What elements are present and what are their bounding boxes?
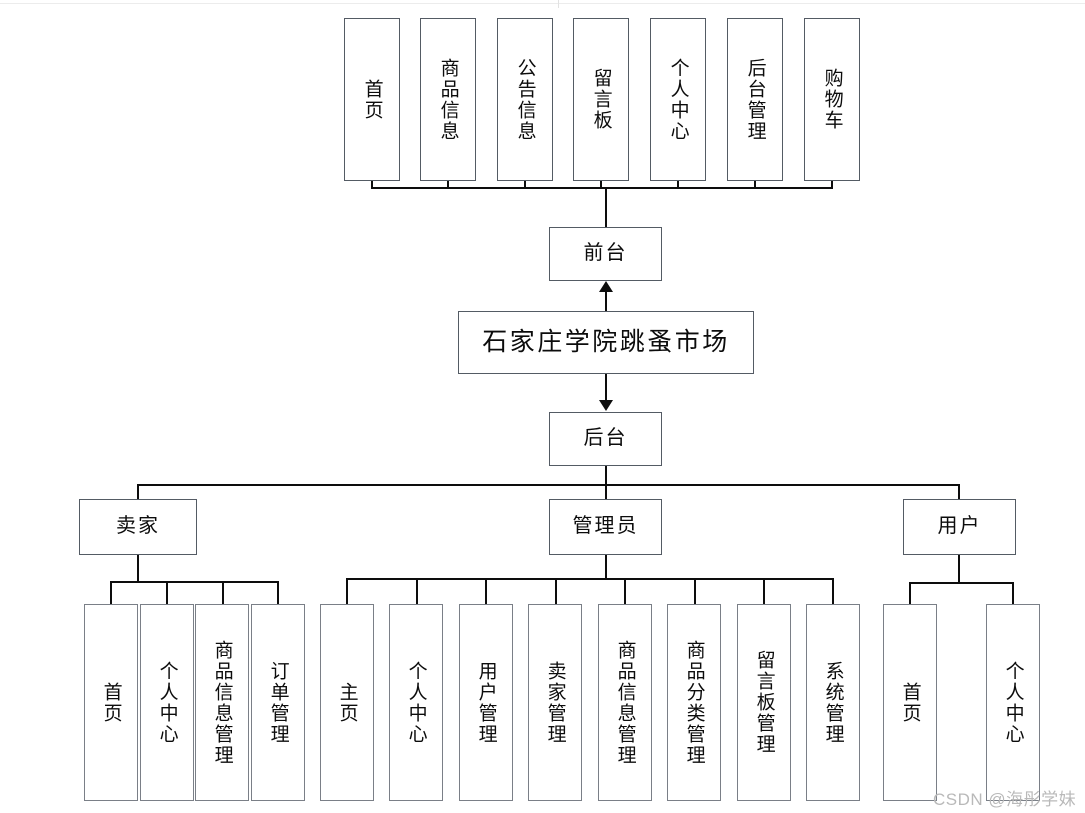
connector-admin-bus — [346, 578, 833, 580]
root-node[interactable]: 石家庄学院跳蚤市场 — [458, 311, 754, 374]
role-user[interactable]: 用户 — [903, 499, 1016, 555]
seller-child-product-info-mgmt[interactable]: 商品信息管理 — [195, 604, 249, 801]
connector-roles-bus — [137, 484, 959, 486]
page-top-rule — [0, 3, 1085, 4]
seller-child-home-label: 首页 — [100, 681, 122, 724]
frontend-child-personal-center-label: 个人中心 — [667, 57, 689, 142]
connector-frontend-stub-3 — [524, 181, 526, 188]
role-seller-label: 卖家 — [116, 515, 160, 538]
frontend-node[interactable]: 前台 — [549, 227, 662, 281]
connector-admin-stub-7 — [763, 578, 765, 605]
frontend-child-admin-entry-label: 后台管理 — [744, 57, 766, 142]
root-node-label: 石家庄学院跳蚤市场 — [482, 329, 730, 356]
seller-child-order-mgmt-label: 订单管理 — [267, 660, 289, 745]
user-child-home[interactable]: 首页 — [883, 604, 937, 801]
admin-child-product-category-mgmt[interactable]: 商品分类管理 — [667, 604, 721, 801]
connector-frontend-stub-1 — [371, 181, 373, 188]
connector-seller-stub-2 — [166, 581, 168, 605]
frontend-child-shopping-cart-label: 购物车 — [821, 68, 843, 131]
connector-seller-down — [137, 555, 139, 582]
connector-root-to-frontend — [605, 292, 607, 311]
frontend-node-label: 前台 — [583, 242, 628, 265]
seller-child-order-mgmt[interactable]: 订单管理 — [251, 604, 305, 801]
connector-admin-stub-4 — [555, 578, 557, 605]
connector-role-admin-drop — [605, 484, 607, 500]
admin-child-main-page-label: 主页 — [336, 681, 358, 724]
admin-child-system-mgmt-label: 系统管理 — [822, 660, 844, 745]
admin-child-main-page[interactable]: 主页 — [320, 604, 374, 801]
frontend-child-admin-entry[interactable]: 后台管理 — [727, 18, 783, 181]
frontend-child-personal-center[interactable]: 个人中心 — [650, 18, 706, 181]
connector-role-seller-drop — [137, 484, 139, 500]
connector-frontend-bus — [371, 187, 833, 189]
admin-child-user-mgmt-label: 用户管理 — [475, 660, 497, 745]
admin-child-message-board-mgmt[interactable]: 留言板管理 — [737, 604, 791, 801]
connector-seller-stub-4 — [277, 581, 279, 605]
admin-child-seller-mgmt-label: 卖家管理 — [544, 660, 566, 745]
admin-child-product-info-mgmt[interactable]: 商品信息管理 — [598, 604, 652, 801]
admin-child-user-mgmt[interactable]: 用户管理 — [459, 604, 513, 801]
connector-admin-stub-2 — [416, 578, 418, 605]
arrow-root-to-frontend — [599, 281, 613, 292]
role-user-label: 用户 — [937, 515, 982, 538]
admin-child-system-mgmt[interactable]: 系统管理 — [806, 604, 860, 801]
seller-child-home[interactable]: 首页 — [84, 604, 138, 801]
connector-user-bus — [909, 582, 1013, 584]
connector-frontend-stub-7 — [831, 181, 833, 188]
backend-node-label: 后台 — [583, 427, 628, 450]
connector-backend-down — [605, 466, 607, 485]
seller-child-personal-center-label: 个人中心 — [156, 660, 178, 745]
connector-admin-stub-6 — [694, 578, 696, 605]
connector-root-to-backend — [605, 374, 607, 400]
connector-user-stub-1 — [909, 582, 911, 605]
frontend-child-home[interactable]: 首页 — [344, 18, 400, 181]
frontend-child-shopping-cart[interactable]: 购物车 — [804, 18, 860, 181]
user-child-personal-center[interactable]: 个人中心 — [986, 604, 1040, 801]
connector-frontend-stub-6 — [754, 181, 756, 188]
admin-child-personal-center-label: 个人中心 — [405, 660, 427, 745]
admin-child-product-info-mgmt-label: 商品信息管理 — [614, 639, 636, 766]
connector-admin-stub-1 — [346, 578, 348, 605]
user-child-home-label: 首页 — [899, 681, 921, 724]
admin-child-personal-center[interactable]: 个人中心 — [389, 604, 443, 801]
page-top-tick — [558, 0, 559, 8]
connector-admin-down — [605, 555, 607, 579]
frontend-child-announcement[interactable]: 公告信息 — [497, 18, 553, 181]
user-child-personal-center-label: 个人中心 — [1002, 660, 1024, 745]
connector-frontend-stub-5 — [677, 181, 679, 188]
connector-frontend-stub-2 — [447, 181, 449, 188]
frontend-child-message-board[interactable]: 留言板 — [573, 18, 629, 181]
connector-role-user-drop — [958, 484, 960, 500]
admin-child-product-category-mgmt-label: 商品分类管理 — [683, 639, 705, 766]
connector-admin-stub-5 — [624, 578, 626, 605]
frontend-child-product-info[interactable]: 商品信息 — [420, 18, 476, 181]
admin-child-seller-mgmt[interactable]: 卖家管理 — [528, 604, 582, 801]
arrow-root-to-backend — [599, 400, 613, 411]
connector-admin-stub-3 — [485, 578, 487, 605]
connector-user-down — [958, 555, 960, 583]
role-administrator-label: 管理员 — [572, 515, 639, 538]
frontend-child-message-board-label: 留言板 — [590, 68, 612, 131]
backend-node[interactable]: 后台 — [549, 412, 662, 466]
connector-frontend-stub-4 — [600, 181, 602, 188]
connector-user-stub-2 — [1012, 582, 1014, 605]
role-administrator[interactable]: 管理员 — [549, 499, 662, 555]
frontend-child-product-info-label: 商品信息 — [437, 57, 459, 142]
frontend-child-announcement-label: 公告信息 — [514, 57, 536, 142]
connector-seller-stub-1 — [110, 581, 112, 605]
role-seller[interactable]: 卖家 — [79, 499, 197, 555]
connector-frontend-to-node — [605, 187, 607, 227]
seller-child-product-info-mgmt-label: 商品信息管理 — [211, 639, 233, 766]
connector-admin-stub-8 — [832, 578, 834, 605]
connector-seller-bus — [110, 581, 278, 583]
csdn-watermark: CSDN @海彤学妹 — [933, 790, 1077, 809]
admin-child-message-board-mgmt-label: 留言板管理 — [753, 650, 775, 755]
seller-child-personal-center[interactable]: 个人中心 — [140, 604, 194, 801]
connector-seller-stub-3 — [222, 581, 224, 605]
frontend-child-home-label: 首页 — [361, 78, 383, 121]
